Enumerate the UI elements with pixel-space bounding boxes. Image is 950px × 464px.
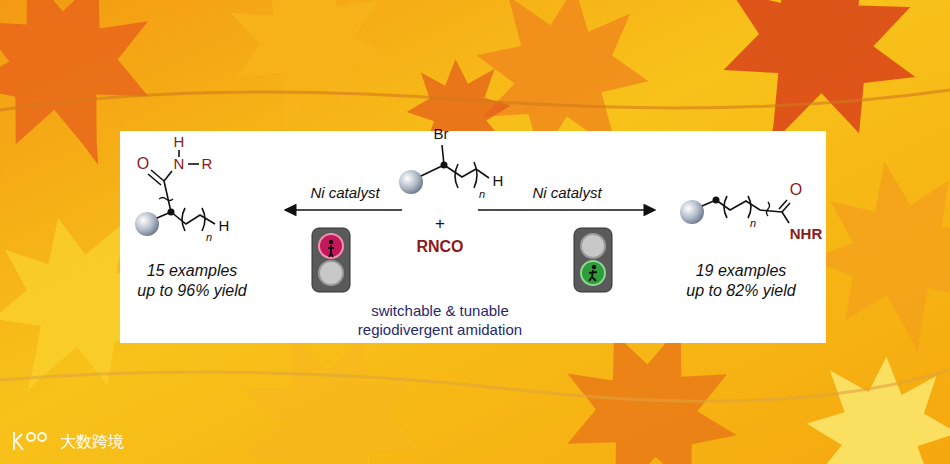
watermark-logo <box>14 432 46 450</box>
atom-label: H <box>493 172 504 191</box>
wrap-spacer <box>241 261 259 262</box>
subscript: n <box>750 217 756 231</box>
atom-label: H <box>174 133 185 152</box>
branched-amide-structure <box>135 150 215 236</box>
reactant-structure <box>399 145 489 194</box>
linear-amide-structure <box>680 196 790 224</box>
atom-label: NHR <box>790 225 823 244</box>
atom-label: H <box>219 217 230 236</box>
atom-label: O <box>790 180 802 200</box>
atom-label: O <box>137 154 149 174</box>
atom-label: N <box>174 155 185 174</box>
white-panel <box>120 131 826 343</box>
atom-label: Br <box>434 125 449 144</box>
wrap-spacer <box>674 261 692 262</box>
plus-sign: + <box>435 213 445 234</box>
subscript: n <box>479 188 485 202</box>
wrap-spacer <box>790 261 808 262</box>
scope-note: 19 examples up to 82% yield <box>674 261 808 301</box>
watermark: 大数跨境 <box>60 432 124 452</box>
reagent-name: RNCO <box>416 237 463 257</box>
atom-label: R <box>202 155 213 174</box>
reaction-arrows <box>285 209 655 211</box>
subscript: n <box>206 231 212 245</box>
traffic-light-red <box>312 228 350 292</box>
catalyst-label: Ni catalyst <box>532 184 601 203</box>
scope-note: 15 examples up to 96% yield <box>125 261 259 301</box>
subtitle: switchable & tunable regiodivergent amid… <box>335 302 545 340</box>
catalyst-label: Ni catalyst <box>310 184 379 203</box>
wrap-spacer <box>125 261 143 262</box>
traffic-light-green <box>574 228 612 292</box>
